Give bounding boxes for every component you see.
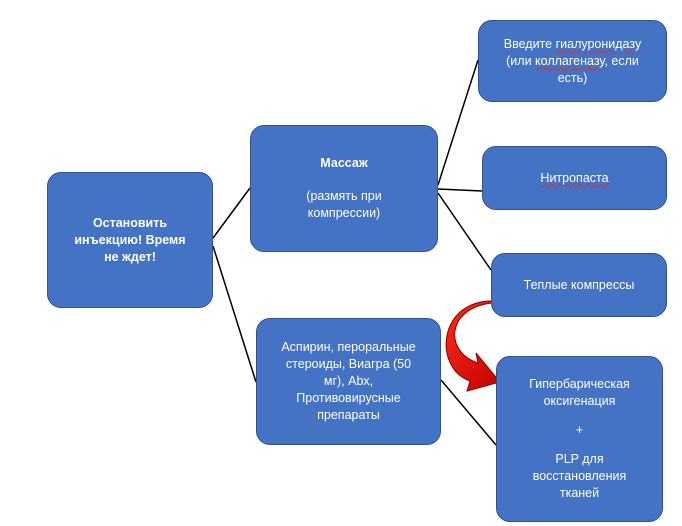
connector-root-meds (212, 245, 257, 383)
connector-meds-hbo (440, 379, 497, 446)
node-hyperbaric-oxygenation: Гипербарическая оксигенация + PLP для во… (496, 356, 663, 522)
meds-line-3: мг), Abx, (323, 374, 374, 388)
node-stop-injection: Остановить инъекцию! Время не ждет! (47, 172, 213, 308)
hbo-line-5: тканей (559, 486, 600, 500)
hbo-plus: + (575, 423, 584, 437)
root-line-1: Остановить (92, 215, 168, 230)
connector-massage-nitropaste (437, 188, 483, 192)
massage-note-line-1: (размять при (306, 189, 382, 203)
hbo-line-4: восстановления (532, 469, 627, 483)
node-hyaluronidase: Введите гиалуронидазу (или коллагеназу, … (478, 20, 667, 102)
node-massage: Массаж (размять при компрессии) (250, 125, 438, 252)
node-nitropaste: Нитропаста (482, 146, 667, 210)
massage-title: Массаж (320, 156, 368, 170)
hyaluronidase-line-1: Введите гиалуронидазу (503, 36, 642, 51)
spellcheck-word-collagenase: коллагеназу (535, 53, 605, 68)
connector-root-massage (212, 187, 251, 239)
curved-arrow (445, 300, 501, 392)
root-line-3: не ждет! (104, 249, 156, 264)
nitropaste-label: Нитропаста (540, 170, 609, 185)
hbo-line-2: оксигенация (543, 394, 616, 408)
node-warm-compresses: Теплые компрессы (491, 253, 667, 317)
node-medications: Аспирин, пероральные стероиды, Виагра (5… (256, 318, 441, 445)
meds-line-5: препараты (317, 408, 380, 422)
hbo-line-3: PLP для (555, 452, 604, 466)
hbo-line-1: Гипербарическая (529, 377, 630, 391)
meds-line-2: стероиды, Виагра (50 (285, 357, 412, 371)
massage-note-line-2: компрессии) (307, 206, 381, 220)
root-line-2: инъекцию! Время (74, 232, 186, 247)
connector-massage-hyaluronidase (437, 59, 479, 186)
hyaluronidase-line-2: (или коллагеназу, если (506, 53, 639, 68)
connector-massage-warm (437, 192, 492, 271)
spellcheck-word-hyaluronidase: гиалуронидазу (555, 36, 642, 51)
meds-line-1: Аспирин, пероральные (281, 340, 416, 354)
warm-compresses-label: Теплые компрессы (523, 277, 635, 292)
hyaluronidase-line-3: есть) (557, 70, 588, 85)
meds-line-4: Противовирусные (296, 391, 401, 405)
